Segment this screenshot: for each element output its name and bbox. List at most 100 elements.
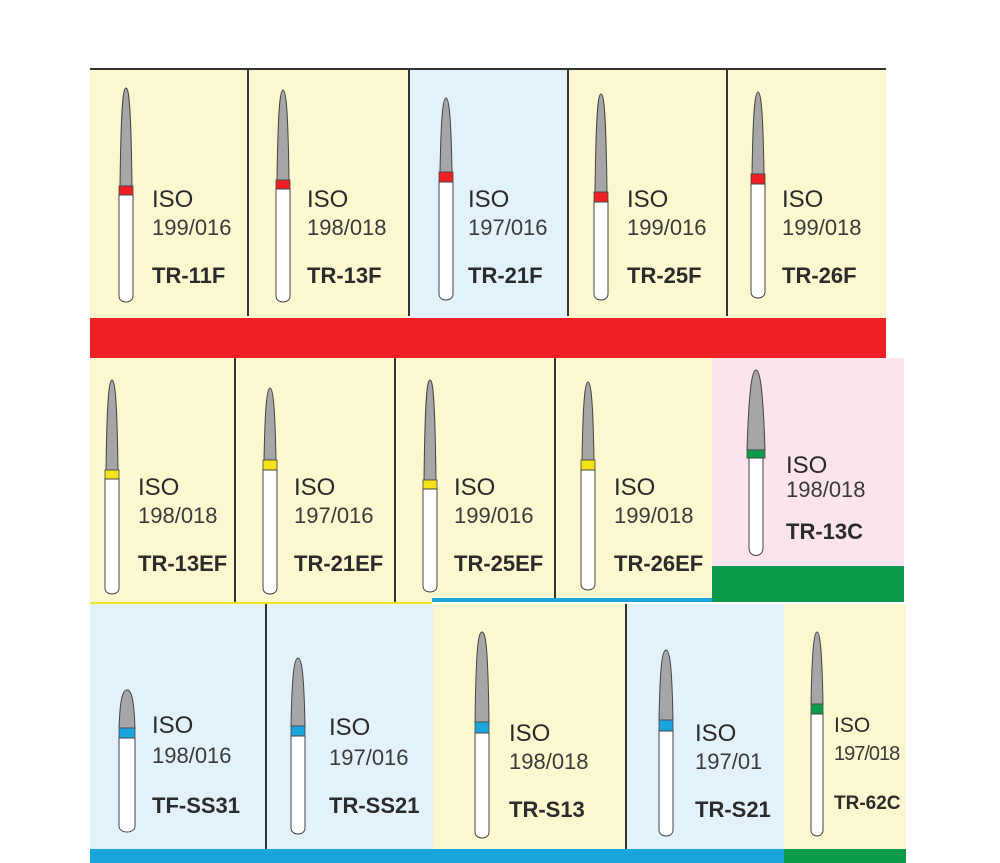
iso-label: ISO — [468, 186, 510, 213]
cell-divider — [567, 70, 569, 316]
cell-divider — [554, 358, 556, 602]
product-cell: ISO 197/016 TR-21EF — [236, 358, 394, 602]
bur-icon — [658, 649, 674, 837]
iso-label: ISO — [294, 474, 336, 501]
bur-icon — [118, 689, 136, 833]
product-cell: ISO 198/016 TF-SS31 — [90, 604, 266, 849]
iso-label: ISO — [782, 186, 824, 213]
bur-head — [263, 387, 277, 461]
bur-head — [658, 649, 674, 721]
product-code: TR-S21 — [695, 797, 771, 822]
product-cell: ISO 198/018 TR-13EF — [90, 358, 234, 602]
color-band-blue — [90, 849, 784, 863]
color-band-red — [90, 318, 886, 358]
cell-divider — [394, 358, 396, 602]
bur-shank — [262, 469, 278, 595]
bur-head — [276, 89, 290, 181]
product-cell: ISO 199/018 TR-26EF — [556, 358, 712, 602]
cell-divider — [234, 358, 236, 602]
iso-label: ISO — [152, 186, 194, 213]
iso-size: 197/016 — [294, 503, 374, 528]
bur-shank — [658, 730, 674, 837]
bur-head — [746, 369, 766, 451]
bur-head — [594, 93, 608, 193]
bur-shank — [118, 194, 134, 303]
bur-icon — [750, 91, 766, 299]
bur-ring — [593, 191, 609, 203]
bur-head — [581, 381, 595, 461]
bur-shank — [474, 732, 490, 839]
iso-size: 199/016 — [152, 215, 232, 240]
iso-size: 197/01 — [695, 749, 763, 774]
product-cell: ISO 199/016 TR-25F — [569, 70, 727, 318]
bur-shank — [748, 457, 764, 556]
product-code: TF-SS31 — [152, 793, 241, 818]
bur-icon — [593, 93, 609, 301]
bur-shank — [593, 201, 609, 301]
bur-head — [439, 97, 453, 173]
product-cell: ISO 198/018 TR-13C — [712, 358, 904, 566]
iso-size: 197/016 — [329, 745, 409, 770]
bur-shank — [118, 737, 136, 833]
product-cell: ISO 198/018 TR-S13 — [433, 604, 626, 849]
cell-divider — [726, 70, 728, 316]
iso-size: 198/018 — [138, 503, 218, 528]
product-code: TR-13C — [786, 519, 864, 544]
iso-label: ISO — [152, 712, 194, 739]
iso-label: ISO — [307, 186, 349, 213]
bur-icon — [746, 369, 766, 556]
bur-ring — [422, 479, 438, 490]
bur-head — [810, 631, 824, 705]
bur-shank — [104, 478, 120, 595]
bur-icon — [290, 657, 306, 835]
iso-size: 199/018 — [782, 215, 862, 240]
product-cell: ISO 197/018 TR-62C — [784, 604, 906, 849]
cell-divider — [265, 604, 267, 849]
bur-shank — [580, 469, 596, 591]
row-2: ISO 198/018 TR-13EF ISO 197/016 TR-21EF … — [90, 358, 904, 604]
iso-size: 197/018 — [834, 743, 900, 765]
bur-icon — [104, 379, 120, 595]
product-code: TR-26F — [782, 263, 857, 288]
iso-label: ISO — [614, 474, 656, 501]
bur-ring — [746, 449, 766, 459]
bur-shank — [750, 183, 766, 299]
bur-icon — [474, 631, 490, 839]
iso-label: ISO — [695, 720, 737, 747]
iso-size: 199/016 — [627, 215, 707, 240]
product-code: TR-13EF — [138, 551, 228, 576]
bur-icon — [275, 89, 291, 303]
bur-shank — [290, 735, 306, 835]
color-band-blue-thin — [432, 598, 712, 602]
bur-shank — [275, 188, 291, 303]
product-code: TR-25EF — [454, 551, 544, 576]
color-band-yellow — [90, 602, 432, 604]
iso-size: 198/018 — [786, 477, 866, 502]
iso-size: 198/018 — [307, 215, 387, 240]
product-code: TR-21F — [468, 263, 543, 288]
row-1-top-border — [90, 68, 886, 70]
iso-label: ISO — [786, 452, 828, 479]
bur-ring — [474, 721, 490, 734]
bur-ring — [118, 185, 134, 196]
cell-divider — [247, 70, 249, 316]
bur-head — [105, 379, 119, 471]
row-3: ISO 198/016 TF-SS31 ISO 197/016 TR-SS21 … — [90, 604, 906, 863]
iso-label: ISO — [509, 720, 551, 747]
bur-icon — [810, 631, 824, 837]
iso-label: ISO — [138, 474, 180, 501]
bur-icon — [118, 87, 134, 303]
bur-ring — [118, 727, 136, 739]
product-cell: ISO 199/016 TR-25EF — [396, 358, 554, 602]
product-cell: ISO 197/016 TR-SS21 — [267, 604, 433, 849]
bur-icon — [262, 387, 278, 595]
product-cell: ISO 197/016 TR-21F — [410, 70, 568, 318]
bur-icon — [580, 381, 596, 591]
bur-ring — [810, 703, 824, 715]
product-code: TR-13F — [307, 263, 382, 288]
bur-head — [751, 91, 765, 175]
bur-head — [290, 657, 306, 727]
iso-label: ISO — [627, 186, 669, 213]
product-code: TR-S13 — [509, 797, 585, 822]
cell-divider — [408, 70, 410, 316]
